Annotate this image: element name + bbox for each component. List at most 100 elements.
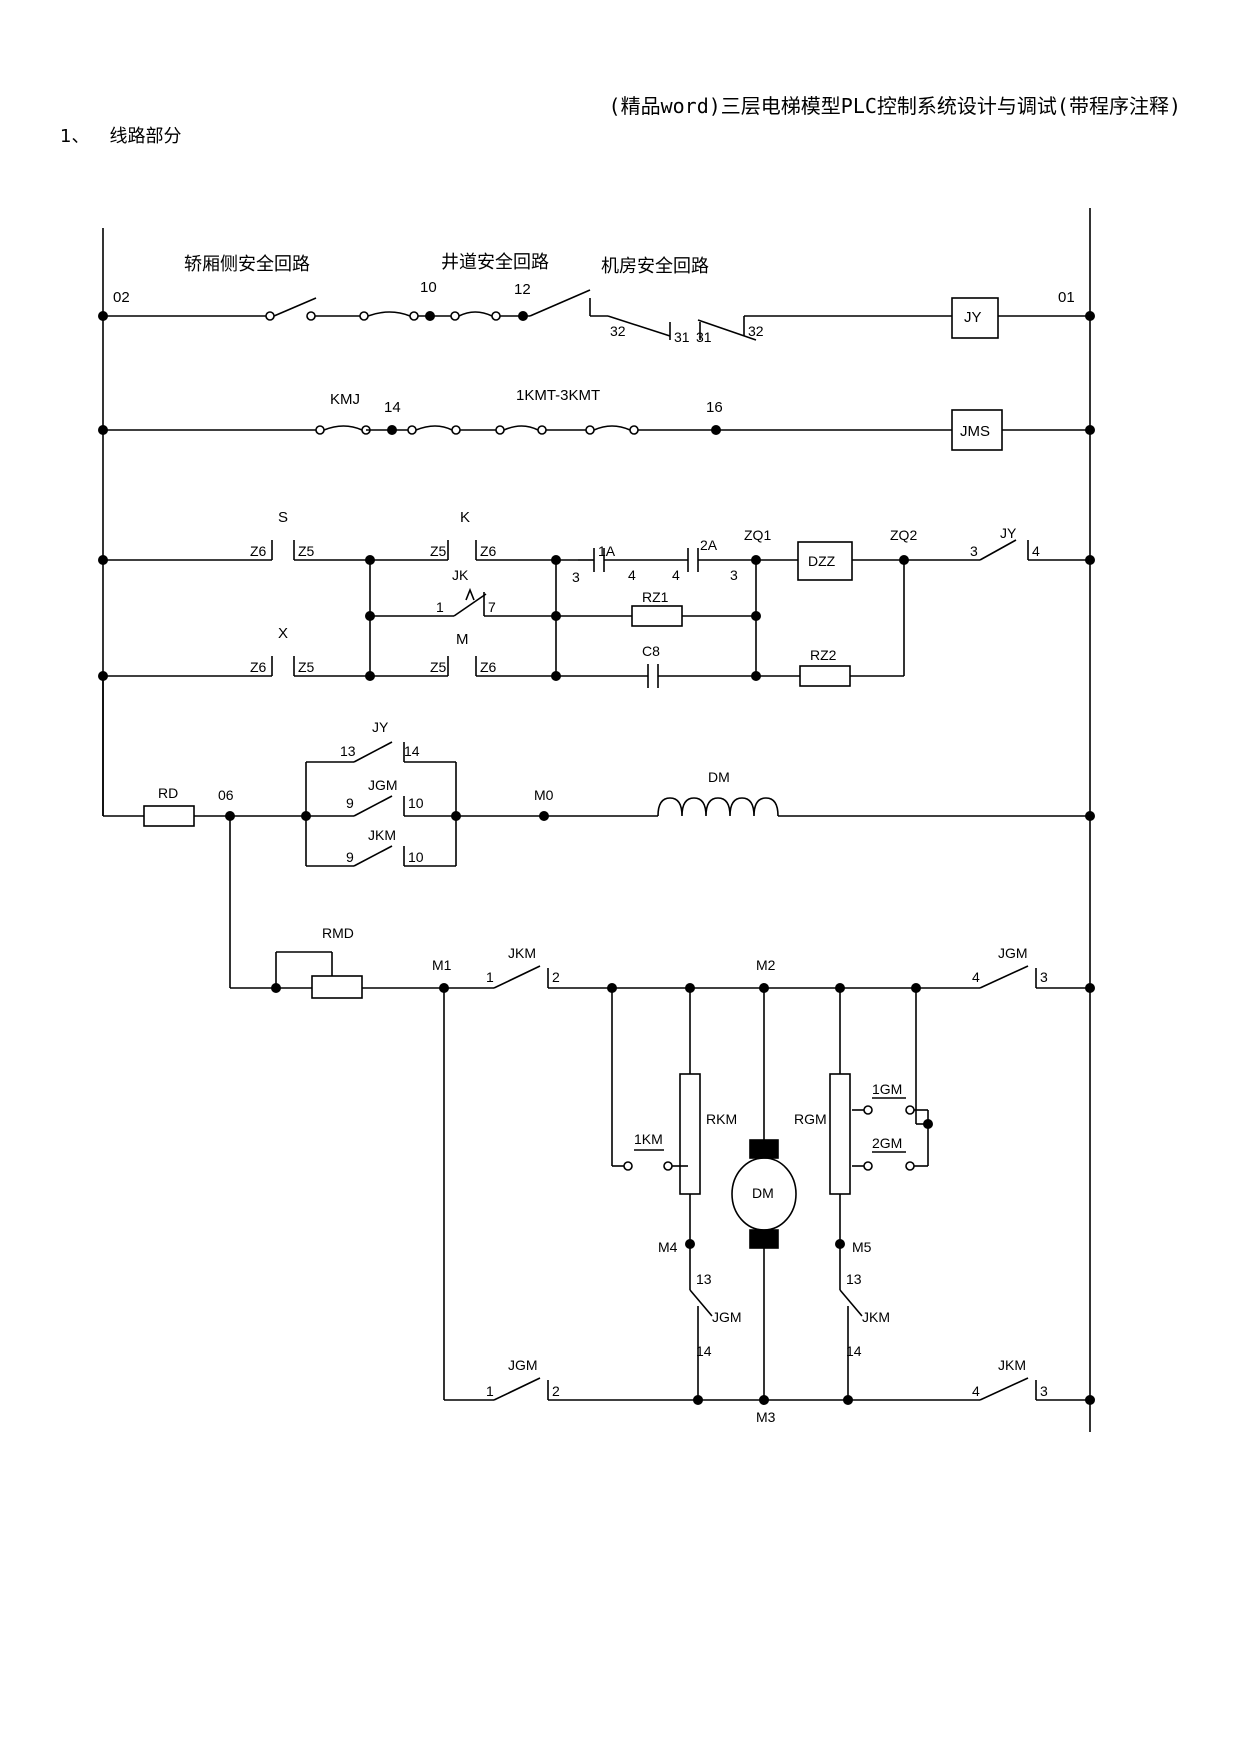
label-2a-right: 3 [730, 567, 738, 583]
label-rz2: RZ2 [810, 647, 837, 663]
label-jgm-top: JGM [998, 945, 1028, 961]
label-kmt: 1KMT-3KMT [516, 387, 600, 404]
label-rgm: RGM [794, 1111, 827, 1127]
document-header-title: (精品word)三层电梯模型PLC控制系统设计与调试(带程序注释) [608, 94, 1181, 118]
label-z5-bottom-left: Z5 [298, 659, 315, 675]
label-rd: RD [158, 785, 178, 801]
label-z6-top-left: Z6 [250, 543, 267, 559]
label-x: X [278, 625, 288, 642]
section-heading: 1、线路部分 [60, 122, 201, 148]
label-jkm-bottom-left: 4 [972, 1383, 980, 1399]
node-12: 12 [514, 281, 531, 298]
label-zq1: ZQ1 [744, 527, 771, 543]
label-dm-motor: DM [752, 1185, 774, 1201]
node-m0: M0 [534, 787, 554, 803]
label-k: K [460, 509, 470, 526]
section-title: 线路部分 [109, 126, 182, 147]
label-2a: 2A [700, 537, 718, 553]
contact-b-left: 31 [696, 329, 712, 345]
label-jgm-field: JGM [368, 777, 398, 793]
label-jk-right: 7 [488, 599, 496, 615]
label-jkm-bottom-right: 3 [1040, 1383, 1048, 1399]
label-jkm-bottom: JKM [998, 1357, 1026, 1373]
shaft-safety-label: 井道安全回路 [441, 252, 549, 273]
label-jgm-bottom-left: 1 [486, 1383, 494, 1399]
node-m5: M5 [852, 1239, 872, 1255]
section-number: 1、 [60, 126, 90, 147]
machine-room-safety-label: 机房安全回路 [601, 256, 709, 277]
label-dzz: DZZ [808, 553, 836, 569]
label-1gm: 1GM [872, 1081, 902, 1097]
label-z5-bottom-right: Z5 [430, 659, 447, 675]
label-jgm-mid: JGM [712, 1309, 742, 1325]
label-jy-field: JY [372, 719, 389, 735]
label-2gm: 2GM [872, 1135, 902, 1151]
label-jgm-bottom-right: 2 [552, 1383, 560, 1399]
brake-circuit: S K X M JK Z6 Z5 Z5 Z6 Z6 Z5 Z5 Z6 1 7 1… [98, 509, 1095, 688]
contact-a-left: 32 [610, 323, 626, 339]
label-dm-coil: DM [708, 769, 730, 785]
armature-circuit: RMD M1 M2 M3 M4 M5 JKM 1 2 JGM 4 3 RKM R… [229, 816, 1095, 1425]
field-winding-circuit: RD 06 JY 13 14 JGM 9 10 JKM 9 10 M0 DM [102, 676, 1095, 867]
label-jkm-top: JKM [508, 945, 536, 961]
label-s: S [278, 509, 288, 526]
label-jy-brake-left: 3 [970, 543, 978, 559]
label-jgm-mid-bottom: 14 [696, 1343, 712, 1359]
node-06: 06 [218, 787, 234, 803]
label-z6-bottom-right: Z6 [480, 659, 497, 675]
label-jkm-top-right: 2 [552, 969, 560, 985]
label-jgm-bottom: JGM [508, 1357, 538, 1373]
label-jy-brake-right: 4 [1032, 543, 1040, 559]
label-jkm-mid-bottom: 14 [846, 1343, 862, 1359]
label-jgm-mid-top: 13 [696, 1271, 712, 1287]
label-jgm-top-left: 4 [972, 969, 980, 985]
node-m3: M3 [756, 1409, 776, 1425]
node-14: 14 [384, 399, 401, 416]
node-m2: M2 [756, 957, 776, 973]
label-m: M [456, 631, 469, 648]
label-jk: JK [452, 567, 469, 583]
label-jkm-mid-top: 13 [846, 1271, 862, 1287]
label-jk-left: 1 [436, 599, 444, 615]
node-m4: M4 [658, 1239, 678, 1255]
node-01: 01 [1058, 289, 1075, 306]
node-10: 10 [420, 279, 437, 296]
label-jkm-field: JKM [368, 827, 396, 843]
label-1a-left: 3 [572, 569, 580, 585]
car-side-safety-label: 轿厢侧安全回路 [184, 254, 310, 275]
door-circuit: KMJ 14 1KMT-3KMT 16 JMS [98, 387, 1095, 451]
label-c8: C8 [642, 643, 660, 659]
label-jgm-field-left: 9 [346, 795, 354, 811]
label-kmj: KMJ [330, 391, 360, 408]
label-jkm-top-left: 1 [486, 969, 494, 985]
label-rkm: RKM [706, 1111, 737, 1127]
label-z5-top-left: Z5 [298, 543, 315, 559]
relay-jms: JMS [960, 423, 990, 440]
contact-a-right: 31 [674, 329, 690, 345]
label-zq2: ZQ2 [890, 527, 917, 543]
label-jkm-mid: JKM [862, 1309, 890, 1325]
label-jy-field-right: 14 [404, 743, 420, 759]
label-jy-brake: JY [1000, 525, 1017, 541]
label-2a-left: 4 [672, 567, 680, 583]
label-rz1: RZ1 [642, 589, 669, 605]
label-jgm-field-right: 10 [408, 795, 424, 811]
label-z5-top-right: Z5 [430, 543, 447, 559]
contact-b-right: 32 [748, 323, 764, 339]
label-jgm-top-right: 3 [1040, 969, 1048, 985]
label-1a: 1A [598, 543, 616, 559]
label-1km: 1KM [634, 1131, 663, 1147]
label-rmd: RMD [322, 925, 354, 941]
label-z6-top-right: Z6 [480, 543, 497, 559]
label-jkm-field-right: 10 [408, 849, 424, 865]
node-m1: M1 [432, 957, 452, 973]
relay-jy: JY [964, 309, 982, 326]
label-jkm-field-left: 9 [346, 849, 354, 865]
label-z6-bottom-left: Z6 [250, 659, 267, 675]
node-16: 16 [706, 399, 723, 416]
safety-circuit: 轿厢侧安全回路 井道安全回路 机房安全回路 02 01 10 12 32 31 … [98, 252, 1095, 345]
label-jy-field-left: 13 [340, 743, 356, 759]
label-1a-right: 4 [628, 567, 636, 583]
node-02: 02 [113, 289, 130, 306]
